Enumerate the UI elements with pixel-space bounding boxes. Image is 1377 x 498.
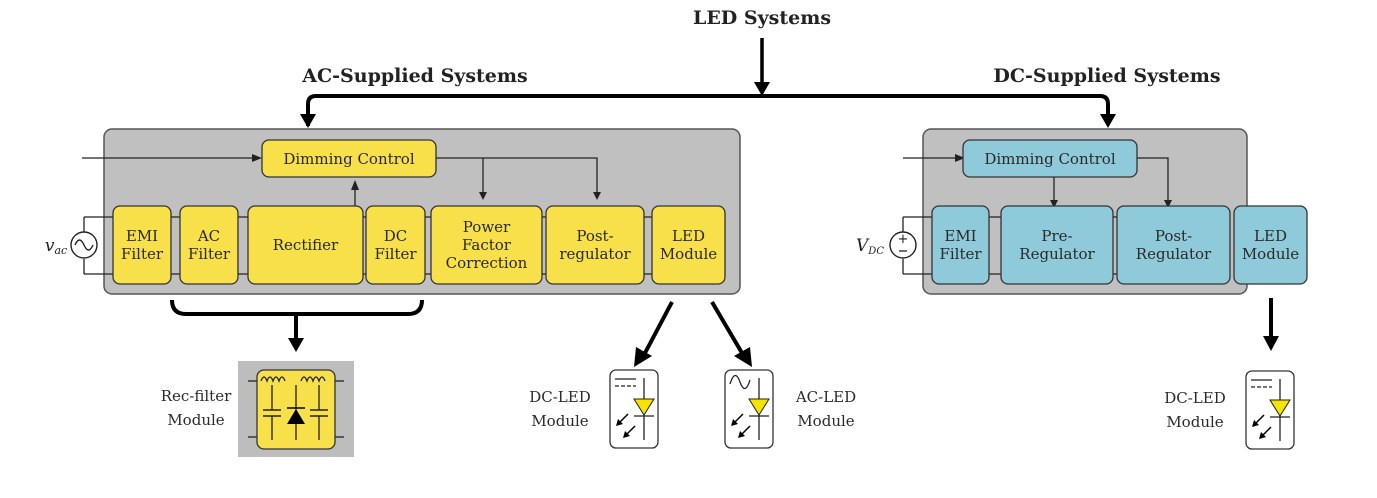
ac-block-emi-label: EMI: [126, 227, 158, 245]
dc-system-dc-led-label: DC-LED: [1164, 389, 1226, 407]
dc-block-pre-label: Regulator: [1019, 245, 1095, 263]
ac-block-rect-label: Rectifier: [273, 236, 339, 254]
dc-system-dc-led-module-icon: [1245, 370, 1295, 450]
dc-system-dc-led-label-2: Module: [1166, 413, 1223, 431]
ac-title: AC-Supplied Systems: [301, 65, 527, 87]
ac-block-pfc: [430, 205, 543, 285]
svg-text:+: +: [898, 232, 909, 247]
ac-filter-bracket: [170, 299, 424, 352]
dc-title: DC-Supplied Systems: [993, 65, 1220, 87]
ac-led-module-icon: [724, 369, 774, 449]
dc-source-icon: +: [889, 231, 917, 259]
ac-block-pfc-label: Factor: [462, 236, 512, 254]
ac-block-led-label: Module: [660, 245, 717, 263]
ac-block-led: [651, 205, 726, 285]
ac-block-post: [545, 205, 645, 285]
ac-block-emi-label: Filter: [121, 245, 164, 263]
dc-block-led-label: LED: [1254, 227, 1287, 245]
dc-block-emi-label: EMI: [944, 227, 976, 245]
ac-branch-arrowhead: [300, 114, 316, 128]
dc-block-pre: [1000, 205, 1114, 285]
ac-block-dcf-label: Filter: [374, 245, 417, 263]
ac-led-label-2: Module: [797, 412, 854, 430]
ac-led-label: AC-LED: [795, 388, 856, 406]
rec-filter-label-2: Module: [167, 411, 224, 429]
dc-branch-arrowhead: [1100, 114, 1116, 128]
ac-block-rect: [247, 205, 364, 285]
ac-block-acf-label: Filter: [188, 245, 231, 263]
ac-block-pfc-label: Power: [463, 218, 511, 236]
distribution-bus: [300, 94, 1116, 128]
ac-source-label: vac: [45, 236, 67, 257]
ac-dimming-label: Dimming Control: [283, 150, 414, 168]
ac-block-acf: [179, 205, 239, 285]
ac-block-post-label: Post-: [576, 227, 613, 245]
ac-dimming-input: [82, 154, 262, 162]
ac-block-post-label: regulator: [559, 245, 631, 263]
dc-block-pre-label: Pre-: [1041, 227, 1072, 245]
dc-block-led: [1233, 205, 1308, 285]
dc-led-arrow: [1263, 298, 1279, 351]
root-arrow: [754, 38, 770, 96]
ac-block-acf-label: AC: [197, 227, 220, 245]
dc-dimming-input: [903, 154, 965, 162]
dc-source-label: VDC: [856, 236, 884, 257]
dc-block-post: [1116, 205, 1231, 285]
dc-block-post-label: Post-: [1155, 227, 1192, 245]
rec-filter-label: Rec-filter: [161, 387, 232, 405]
dc-block-led-label: Module: [1242, 245, 1299, 263]
dc-block-post-label: Regulator: [1136, 245, 1212, 263]
dc-led-label-2: Module: [531, 412, 588, 430]
rec-filter-module-icon: [238, 361, 354, 457]
ac-block-pfc-label: Correction: [446, 254, 528, 272]
dc-block-emi-label: Filter: [939, 245, 982, 263]
dc-led-label: DC-LED: [529, 388, 591, 406]
ac-led-split-arrows: [634, 300, 752, 367]
ac-block-led-label: LED: [672, 227, 705, 245]
dc-led-module-icon: [609, 369, 659, 449]
dc-block-emi: [931, 205, 990, 285]
ac-block-dcf: [365, 205, 426, 285]
dc-dimming-links: [1053, 157, 1169, 200]
ac-block-emi: [112, 205, 172, 285]
root-title: LED Systems: [693, 7, 831, 29]
ac-block-dcf-label: DC: [384, 227, 408, 245]
ac-source-icon: [70, 231, 98, 259]
dc-dimming-label: Dimming Control: [984, 150, 1115, 168]
